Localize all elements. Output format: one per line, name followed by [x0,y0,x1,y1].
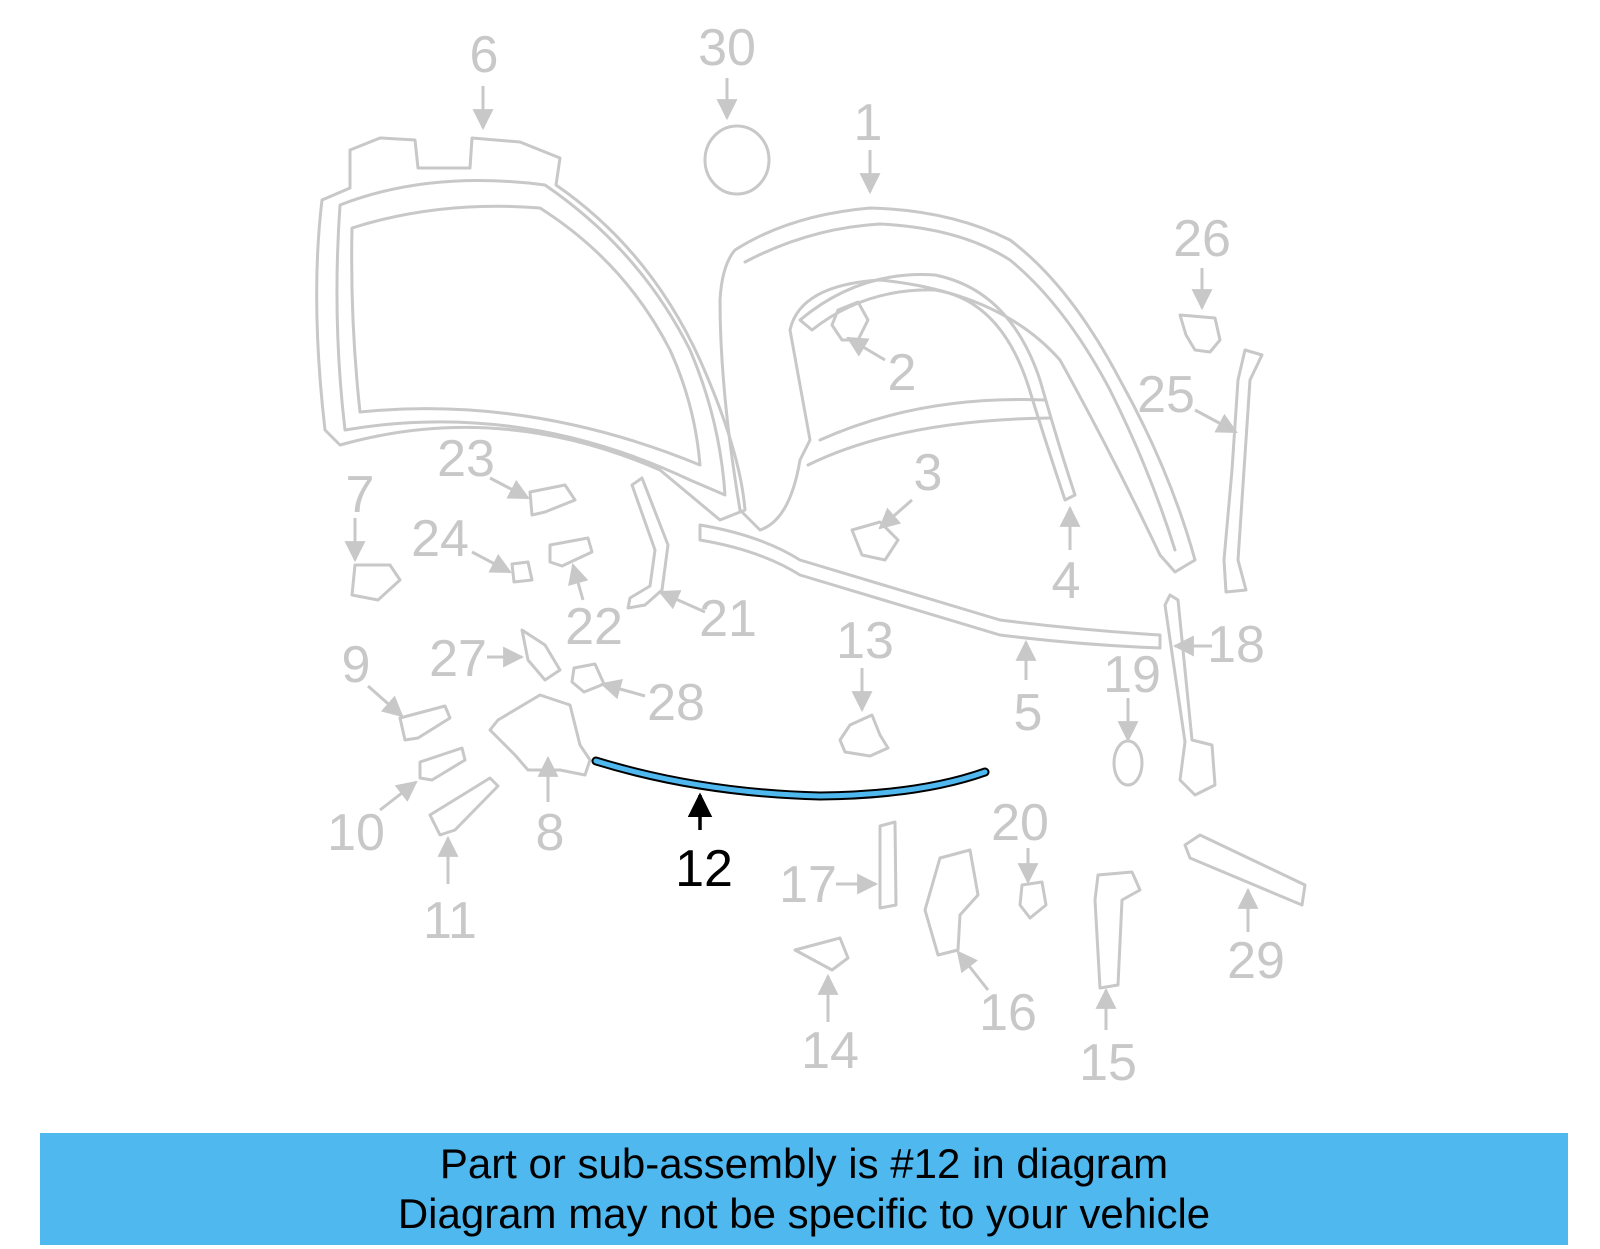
callout-2: 2 [888,344,917,402]
part-22-bolt [548,536,594,568]
callout-23: 23 [437,430,495,488]
part-7-clip [350,563,402,602]
callout-4: 4 [1052,552,1081,610]
callout-28: 28 [647,674,705,732]
callout-11: 11 [423,892,477,950]
callout-5: 5 [1014,684,1043,742]
part-15-handle [1093,870,1142,990]
part-8-latch [488,693,592,777]
part-18-prop-rod [1163,593,1217,797]
callout-19: 19 [1103,646,1161,704]
info-banner: Part or sub-assembly is #12 in diagram D… [40,1133,1568,1245]
part-11-release [428,776,500,837]
part-4-seal [798,273,1077,502]
part-17-bracket [878,820,898,910]
part-6-hood-insulator [315,136,747,522]
callout-9: 9 [342,636,371,694]
part-20-clip [1018,880,1048,920]
part-16-latch [923,848,980,957]
callout-13: 13 [836,612,894,670]
callout-6: 6 [470,26,499,84]
part-27-clip [520,628,562,682]
callout-25: 25 [1137,366,1195,424]
part-1-hood [718,206,1197,574]
part-5-weatherstrip [698,523,1162,650]
part-3-bumper [850,520,900,562]
part-24-nut [510,560,534,584]
part-10-bolt [418,746,467,782]
part-25-strut [1222,348,1264,594]
part-29-strip [1183,833,1307,907]
part-9-bolt [398,704,452,742]
callout-15: 15 [1079,1034,1137,1092]
callout-17: 17 [779,856,837,914]
part-13-bumper [838,713,890,758]
part-12-release-cable [591,756,990,801]
callout-24: 24 [411,510,469,568]
callout-14: 14 [801,1022,859,1080]
callout-20: 20 [991,794,1049,852]
callout-27: 27 [429,630,487,688]
banner-line-1: Part or sub-assembly is #12 in diagram [439,1140,1169,1187]
part-23-bolt [528,483,577,517]
callout-21: 21 [699,590,757,648]
part-14-clip [793,936,850,972]
part-26-clip [1178,313,1222,354]
callout-26: 26 [1173,210,1231,268]
callout-16: 16 [979,984,1037,1042]
callout-labels: 6 30 1 26 2 25 23 3 7 24 4 22 21 18 27 1… [327,19,1285,1092]
callout-29: 29 [1227,932,1285,990]
callout-18: 18 [1207,616,1265,674]
callout-7: 7 [346,466,375,524]
callout-8: 8 [536,804,565,862]
part-19-grommet [1112,739,1144,787]
callout-1: 1 [854,94,883,152]
callout-22: 22 [565,598,623,656]
callout-10: 10 [327,804,385,862]
part-30-plug [703,124,771,196]
part-21-hinge [626,476,670,610]
callout-arrows [344,78,1259,1030]
part-28-pad [570,662,606,694]
callout-30: 30 [698,19,756,77]
callout-3: 3 [914,444,943,502]
banner-line-2: Diagram may not be specific to your vehi… [397,1190,1211,1237]
callout-12: 12 [675,840,733,898]
